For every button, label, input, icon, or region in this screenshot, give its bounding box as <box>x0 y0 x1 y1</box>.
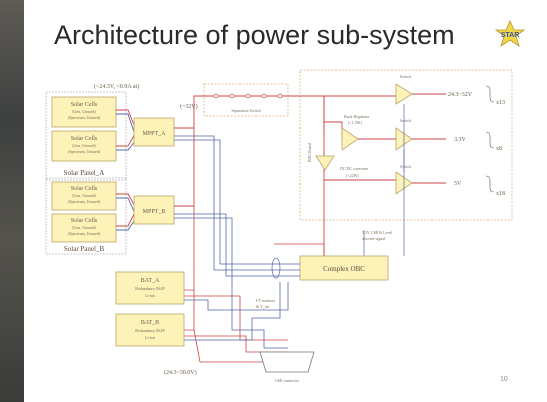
battery-a-line-1: Redundancy 8S4P <box>135 286 165 291</box>
separation-switch-label: Separation Switch <box>231 108 260 113</box>
brace-icon <box>485 131 495 149</box>
output-1-count: x13 <box>496 100 505 106</box>
solar-cell-line: (Gen, Unused) <box>72 143 96 149</box>
star-logo-icon: STAR <box>494 20 526 47</box>
output-row-2: Buck Regulator (<1.5W) Switch 3.3V x8 <box>341 114 502 152</box>
dcdc-power-label: (<22W) <box>346 173 359 178</box>
solar-cell-line: (Spectrum, Unused) <box>68 149 101 155</box>
power-architecture-diagram: (<24.3V, <0.9A at) Solar Cells (Gen, Unu… <box>45 69 513 383</box>
mppt-b-box: MPPT_B <box>133 195 175 225</box>
solar-cell-title: Solar Cells <box>71 186 98 192</box>
slide-title: Architecture of power sub-system <box>54 20 455 50</box>
gse-connector-label: GSE connector <box>275 378 300 383</box>
battery-a-line-2: Li-ion <box>145 293 155 298</box>
output-3-voltage: 5V <box>454 181 462 187</box>
solar-panel-b-label: Solar Panel_B <box>64 245 105 253</box>
solar-cell-line: (Gen, Unused) <box>72 225 96 231</box>
monitor-label-line-1: I/V monitor <box>256 298 276 303</box>
complex-obc-box: Complex OBC <box>299 255 389 281</box>
harness-coil-icon <box>271 257 281 279</box>
page-number: 10 <box>500 376 508 383</box>
solar-panel-a: Solar Cells (Gen, Unused) (Spectrum, Unu… <box>45 91 127 181</box>
cmos-signal-line-2: discrete signal <box>362 236 386 241</box>
switch-label: Switch <box>400 164 411 169</box>
presentation-slide: Architecture of power sub-system STAR (<… <box>24 0 547 402</box>
panel-spec-label: (<24.3V, <0.9A at) <box>94 83 139 90</box>
solar-cell-title: Solar Cells <box>71 102 98 108</box>
solar-cell-line: (Spectrum, Unused) <box>68 231 101 237</box>
battery-a-name: BAT_A <box>141 278 160 284</box>
solar-cell-title: Solar Cells <box>71 218 98 224</box>
dcdc-converter-label: DC/DC converter <box>340 166 369 171</box>
solar-panel-a-label: Solar Panel_A <box>64 169 105 177</box>
switch-label: Switch <box>400 74 411 79</box>
mppt-voltage-label: (~32V) <box>180 103 198 110</box>
buck-regulator-icon <box>341 127 359 151</box>
mppt-b-label: MPPT_B <box>143 209 166 215</box>
obc-control-lines <box>363 104 405 256</box>
separation-switch: Separation Switch <box>203 83 289 117</box>
brace-icon <box>485 85 495 103</box>
logo-text: STAR <box>501 32 520 39</box>
bus-wires <box>174 135 325 363</box>
mppt-a-box: MPPT_A <box>133 117 175 147</box>
pdu-board-label: PDU Board <box>307 143 312 162</box>
dcdc-converter-icon <box>315 155 335 171</box>
buck-power-label: (<1.5W) <box>348 120 362 125</box>
output-2-voltage: 3.3V <box>454 137 467 143</box>
output-3-count: x18 <box>496 191 505 197</box>
battery-a-box: BAT_A Redundancy 8S4P Li-ion <box>115 271 185 305</box>
gse-connector: GSE connector <box>259 351 315 383</box>
battery-b-name: BAT_B <box>141 320 159 326</box>
solar-cell-box: Solar Cells (Gen, Unused) (Spectrum, Unu… <box>51 96 117 128</box>
pdu-board-region <box>299 69 513 221</box>
solar-cell-box: Solar Cells (Gen, Unused) (Spectrum, Unu… <box>51 213 117 243</box>
output-1-voltage: 24.3~32V <box>448 92 473 98</box>
output-row-3: DC/DC converter (<22W) Switch 5V x18 <box>315 155 505 197</box>
complex-obc-label: Complex OBC <box>323 265 365 273</box>
cmos-signal-line-1: 3.3V CMOS Level <box>362 230 393 235</box>
buck-regulator-label: Buck Regulator <box>344 114 370 119</box>
battery-voltage-label: (24.3~30.0V) <box>164 369 197 376</box>
solar-panel-b: Solar Cells (Gen, Unused) (Spectrum, Unu… <box>45 177 127 255</box>
solar-cell-line: (Spectrum, Unused) <box>68 199 101 205</box>
battery-b-box: BAT_B Redundancy 8S4P Li-ion <box>115 313 185 347</box>
mppt-a-label: MPPT_A <box>142 131 166 137</box>
monitor-label-line-2: & V_set <box>256 304 270 309</box>
solar-cell-line: (Spectrum, Unused) <box>68 115 101 121</box>
switch-label: Switch <box>400 118 411 123</box>
solar-cell-title: Solar Cells <box>71 136 98 142</box>
solar-cell-line: (Gen, Unused) <box>72 193 96 199</box>
output-row-1: Switch 24.3~32V x13 <box>395 74 505 106</box>
solar-cell-line: (Gen, Unused) <box>72 109 96 115</box>
panel-to-mppt-wires <box>116 109 137 231</box>
solar-cell-box: Solar Cells (Gen, Unused) (Spectrum, Unu… <box>51 181 117 211</box>
output-2-count: x8 <box>496 146 502 152</box>
brace-icon <box>485 175 495 193</box>
battery-b-line-1: Redundancy 8S4P <box>135 328 165 333</box>
switch-buffer-icon <box>395 83 413 105</box>
solar-cell-box: Solar Cells (Gen, Unused) (Spectrum, Unu… <box>51 130 117 162</box>
battery-b-line-2: Li-ion <box>145 335 155 340</box>
